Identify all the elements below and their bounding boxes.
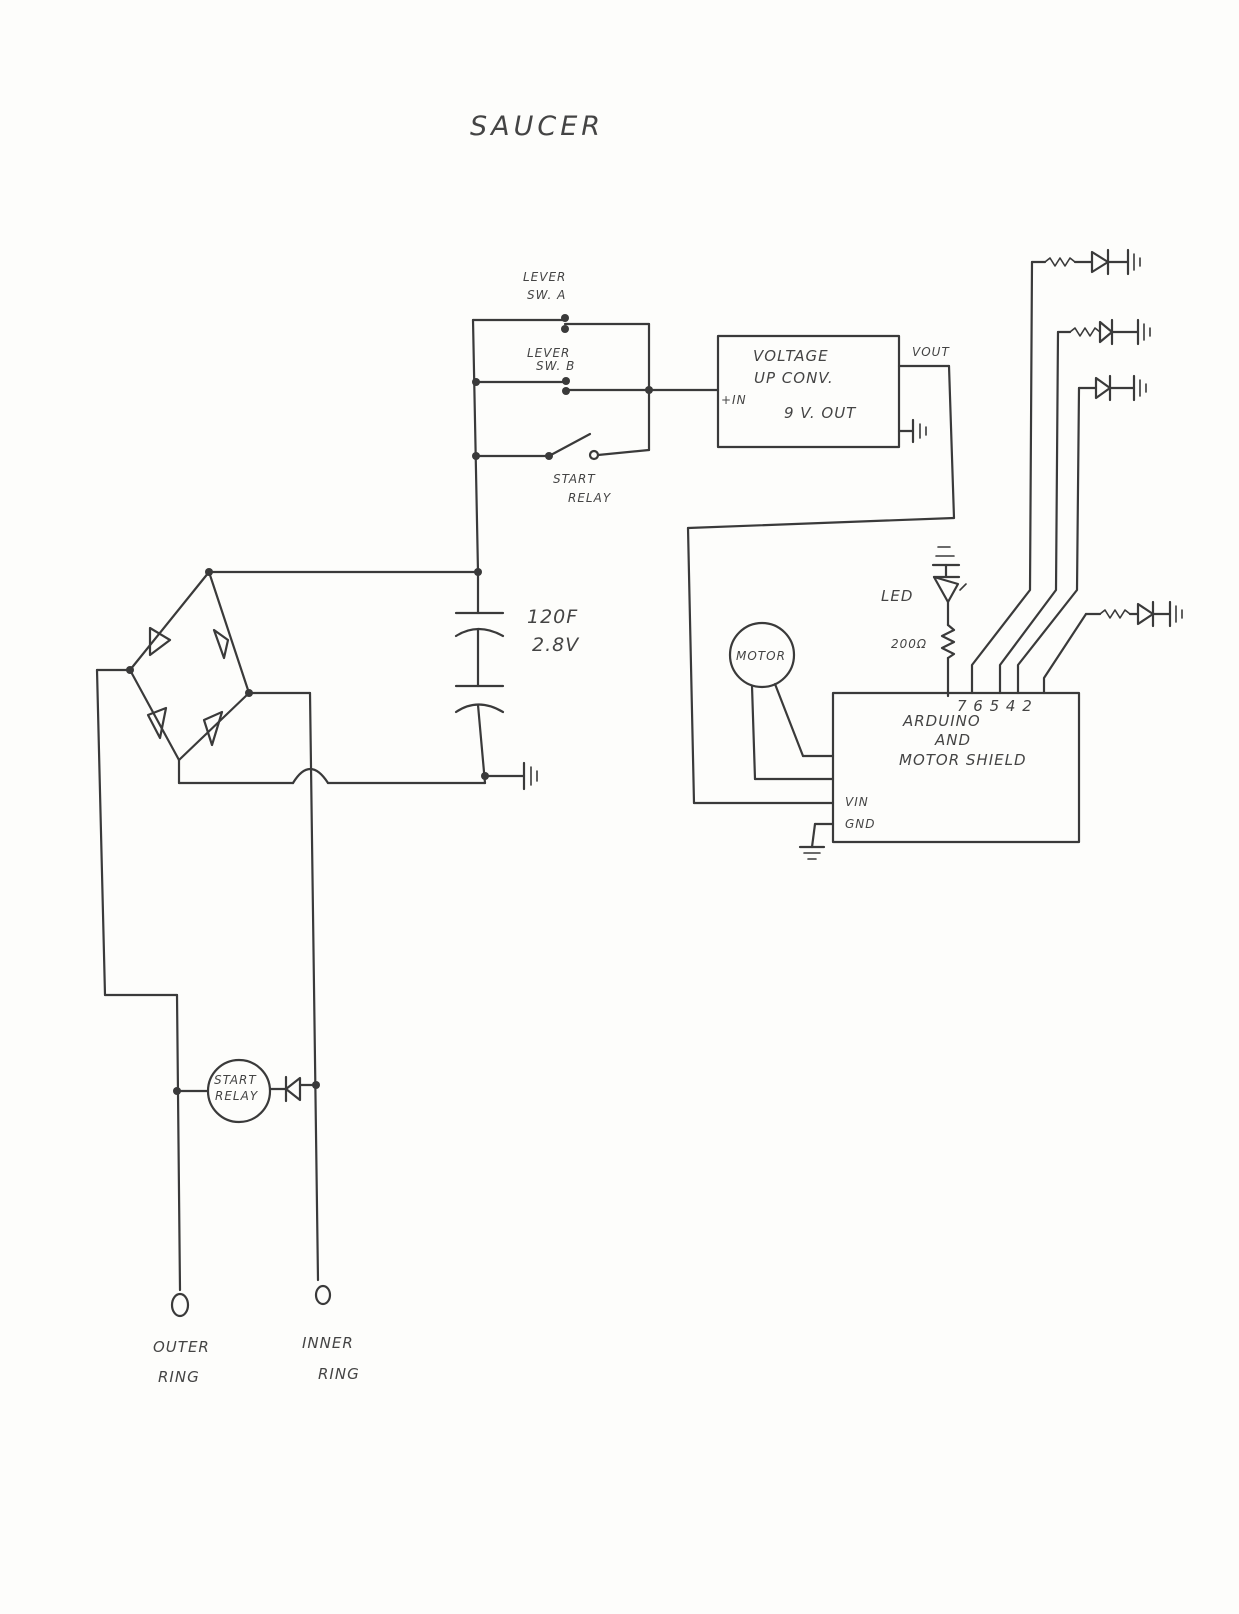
- arduino-pins-label: 7 6 5 4 2: [957, 697, 1033, 715]
- start-relay-coil: START RELAY: [173, 1058, 320, 1124]
- rectifier-wiring: [95, 570, 487, 1292]
- converter-label-1: VOLTAGE: [753, 347, 829, 365]
- converter-out-label: VOUT: [912, 345, 950, 359]
- motor-label: MOTOR: [736, 649, 786, 663]
- inner-ring-label-2: RING: [318, 1365, 360, 1383]
- outer-ring-terminal: OUTER RING: [153, 1292, 210, 1386]
- converter-label-2: UP CONV.: [754, 369, 834, 387]
- bridge-rectifier: [126, 568, 253, 762]
- outer-ring-label-1: OUTER: [153, 1338, 210, 1356]
- led-label: LED: [881, 587, 913, 605]
- vin-supply-wire: [686, 516, 956, 805]
- capacitor: 120F 2.8V: [454, 568, 580, 791]
- relay-coil-label-2: RELAY: [215, 1089, 259, 1103]
- switch-network: LEVER SW. A LEVER SW. B START RELAY: [471, 270, 720, 574]
- resistor-label: 200Ω: [891, 637, 927, 651]
- current-resistor: 200Ω: [891, 623, 956, 698]
- lever-a-label-2: SW. A: [527, 288, 566, 302]
- indicator-led-strings: [970, 248, 1183, 695]
- start-relay-label-1: START: [553, 472, 596, 486]
- lever-b-label-2: SW. B: [536, 359, 575, 373]
- inner-ring-label-1: INNER: [302, 1334, 354, 1352]
- status-led: LED: [881, 546, 967, 627]
- voltage-up-converter: VOLTAGE UP CONV. 9 V. OUT +IN VOUT: [716, 334, 956, 520]
- converter-in-label: +IN: [721, 393, 747, 407]
- outer-ring-label-2: RING: [158, 1368, 200, 1386]
- diagram-title: SAUCER: [470, 111, 604, 142]
- motor: MOTOR: [728, 621, 835, 781]
- capacitor-label-2: 2.8V: [532, 634, 580, 656]
- arduino-label-1: ARDUINO: [902, 712, 981, 730]
- relay-coil-label-1: START: [214, 1073, 257, 1087]
- arduino-label-2: AND: [934, 731, 971, 749]
- lever-a-label-1: LEVER: [523, 270, 566, 284]
- arduino-label-3: MOTOR SHIELD: [899, 751, 1027, 769]
- start-relay-label-2: RELAY: [568, 491, 612, 505]
- converter-label-3: 9 V. OUT: [784, 404, 857, 422]
- arduino-motor-shield: 7 6 5 4 2 ARDUINO AND MOTOR SHIELD VIN G…: [798, 691, 1081, 860]
- inner-ring-terminal: INNER RING: [302, 1284, 360, 1383]
- vin-label: VIN: [845, 795, 869, 809]
- lever-b-label-1: LEVER: [527, 346, 570, 360]
- capacitor-label-1: 120F: [527, 606, 578, 628]
- gnd-label: GND: [845, 817, 876, 831]
